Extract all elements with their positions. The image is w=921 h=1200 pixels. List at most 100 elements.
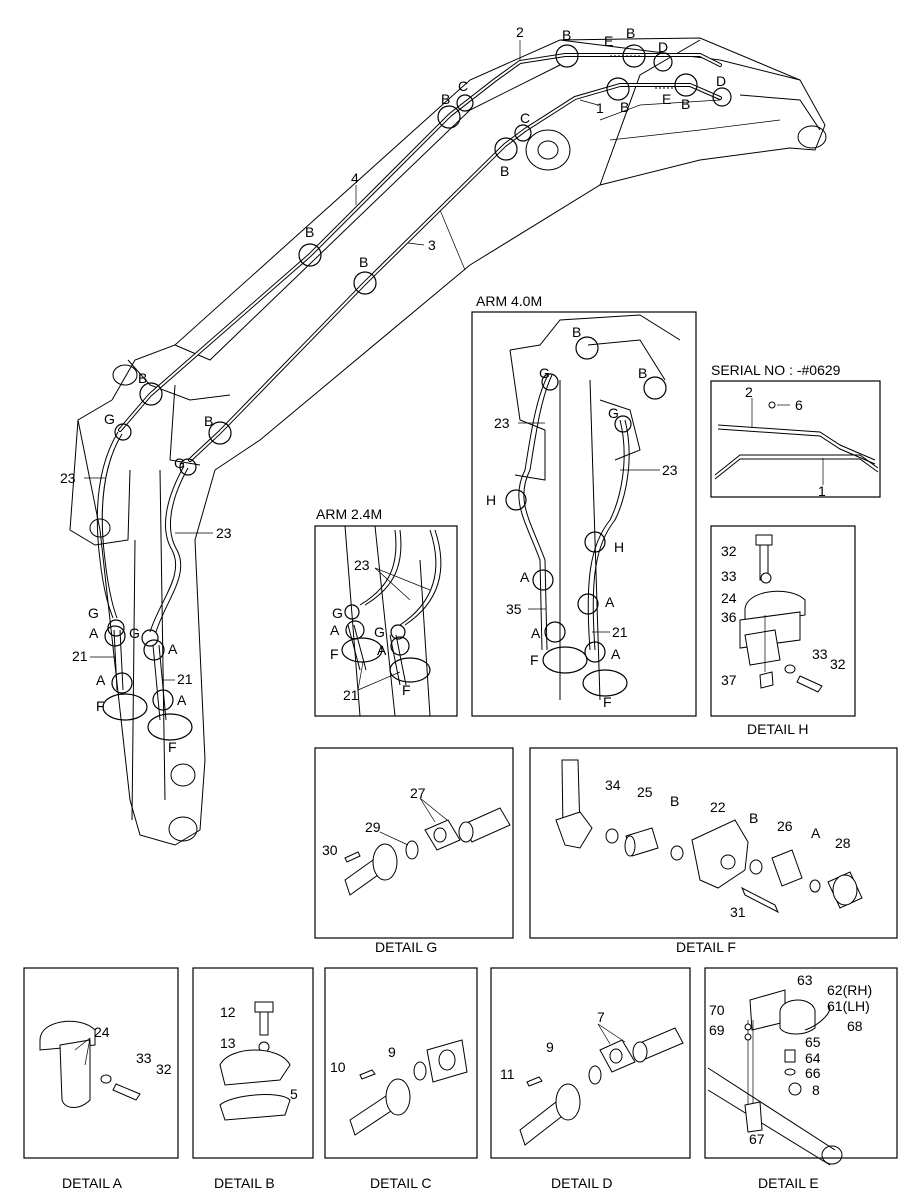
detail-e-callout-64: 64 bbox=[805, 1050, 821, 1066]
callout-f: F bbox=[168, 739, 177, 755]
detail-d-panel: 7 9 11 DETAIL D bbox=[490, 967, 691, 1191]
arm-24-callout-f: F bbox=[402, 682, 411, 698]
arm-40-callout-f: F bbox=[530, 652, 539, 668]
callout-f: F bbox=[96, 698, 105, 714]
callout-b: B bbox=[681, 96, 690, 112]
callout-e: E bbox=[604, 33, 613, 49]
callout-a: A bbox=[89, 625, 99, 641]
main-assembly: 2 1 4 3 B B E D B E B D C B C B B B B B … bbox=[60, 24, 827, 846]
arm-24-callout-23: 23 bbox=[354, 557, 370, 573]
arm-24-panel: ARM 2.4M 23 G A G A F F 21 bbox=[314, 506, 458, 717]
detail-g-callout-29: 29 bbox=[365, 819, 381, 835]
arm-40-callout-23: 23 bbox=[662, 462, 678, 478]
detail-g-callout-30: 30 bbox=[322, 842, 338, 858]
detail-c-callout-10: 10 bbox=[330, 1059, 346, 1075]
callout-b: B bbox=[204, 413, 213, 429]
detail-e-panel: 63 62(RH) 61(LH) 70 69 68 65 64 66 8 67 … bbox=[704, 967, 898, 1191]
callout-b: B bbox=[305, 224, 314, 240]
arm-40-callout-23: 23 bbox=[494, 415, 510, 431]
arm-40-callout-35: 35 bbox=[506, 601, 522, 617]
arm-24-callout-a: A bbox=[377, 642, 387, 658]
arm-24-callout-21: 21 bbox=[343, 687, 359, 703]
arm-40-callout-b: B bbox=[572, 324, 581, 340]
serial-callout-6: 6 bbox=[795, 397, 803, 413]
detail-e-callout-67: 67 bbox=[749, 1131, 765, 1147]
arm-40-callout-h: H bbox=[486, 492, 496, 508]
detail-h-callout-37: 37 bbox=[721, 672, 737, 688]
callout-b: B bbox=[500, 163, 509, 179]
callout-b: B bbox=[138, 370, 147, 386]
detail-f-panel: 34 25 B 22 B 26 A 28 31 DETAIL F bbox=[529, 747, 898, 955]
detail-h-callout-33: 33 bbox=[812, 646, 828, 662]
detail-h-callout-33: 33 bbox=[721, 568, 737, 584]
detail-c-callout-9: 9 bbox=[388, 1044, 396, 1060]
callout-g: G bbox=[129, 625, 140, 641]
arm-40-callout-g: G bbox=[608, 405, 619, 421]
detail-e-callout-62: 62(RH) bbox=[827, 982, 872, 998]
detail-e-callout-65: 65 bbox=[805, 1034, 821, 1050]
arm-40-panel: ARM 4.0M B B G G 23 23 H H A A 35 21 bbox=[471, 293, 697, 717]
callout-21: 21 bbox=[72, 648, 88, 664]
callout-b: B bbox=[626, 25, 635, 41]
callout-4: 4 bbox=[351, 170, 359, 186]
detail-f-callout-28: 28 bbox=[835, 835, 851, 851]
callout-a: A bbox=[96, 672, 106, 688]
callout-23: 23 bbox=[216, 525, 232, 541]
detail-f-callout-34: 34 bbox=[605, 777, 621, 793]
detail-h-callout-32: 32 bbox=[721, 543, 737, 559]
callout-c: C bbox=[458, 78, 468, 94]
arm-24-callout-g: G bbox=[332, 605, 343, 621]
arm-24-callout-a: A bbox=[330, 622, 340, 638]
detail-e-callout-66: 66 bbox=[805, 1065, 821, 1081]
callout-c: C bbox=[520, 110, 530, 126]
detail-a-title: DETAIL A bbox=[62, 1175, 123, 1191]
detail-a-callout-32: 32 bbox=[156, 1061, 172, 1077]
detail-f-callout-25: 25 bbox=[637, 784, 653, 800]
callout-21: 21 bbox=[177, 671, 193, 687]
detail-b-panel: 12 13 5 DETAIL B bbox=[192, 967, 314, 1191]
detail-c-title: DETAIL C bbox=[370, 1175, 431, 1191]
detail-g-title: DETAIL G bbox=[375, 939, 437, 955]
callout-a: A bbox=[177, 692, 187, 708]
detail-f-callout-a: A bbox=[811, 825, 821, 841]
arm-40-callout-a: A bbox=[611, 646, 621, 662]
callout-g: G bbox=[104, 411, 115, 427]
detail-h-callout-24: 24 bbox=[721, 590, 737, 606]
arm-40-title: ARM 4.0M bbox=[476, 293, 542, 309]
arm-40-callout-a: A bbox=[605, 594, 615, 610]
detail-c-panel: 9 10 DETAIL C bbox=[324, 967, 478, 1191]
detail-h-callout-32: 32 bbox=[830, 656, 846, 672]
detail-a-callout-24: 24 bbox=[94, 1024, 110, 1040]
detail-f-callout-31: 31 bbox=[730, 904, 746, 920]
serial-callout-2: 2 bbox=[745, 384, 753, 400]
arm-40-callout-a: A bbox=[520, 569, 530, 585]
detail-e-title: DETAIL E bbox=[758, 1175, 819, 1191]
detail-b-callout-12: 12 bbox=[220, 1004, 236, 1020]
callout-g: G bbox=[88, 605, 99, 621]
callout-b: B bbox=[562, 27, 571, 43]
callout-e: E bbox=[662, 91, 671, 107]
callout-d: D bbox=[716, 73, 726, 89]
callout-b: B bbox=[359, 254, 368, 270]
serial-callout-1: 1 bbox=[818, 483, 826, 499]
arm-40-callout-g: G bbox=[539, 365, 550, 381]
detail-e-callout-63: 63 bbox=[797, 972, 813, 988]
detail-b-callout-5: 5 bbox=[290, 1086, 298, 1102]
callout-1: 1 bbox=[596, 100, 604, 116]
callout-b: B bbox=[441, 91, 450, 107]
detail-b-callout-13: 13 bbox=[220, 1035, 236, 1051]
detail-f-callout-b: B bbox=[749, 810, 758, 826]
detail-g-callout-27: 27 bbox=[410, 785, 426, 801]
detail-f-callout-26: 26 bbox=[777, 818, 793, 834]
detail-d-callout-11: 11 bbox=[500, 1066, 515, 1082]
detail-d-title: DETAIL D bbox=[551, 1175, 612, 1191]
callout-g: G bbox=[174, 455, 185, 471]
arm-24-callout-g: G bbox=[374, 624, 385, 640]
detail-e-callout-69: 69 bbox=[709, 1022, 725, 1038]
arm-40-callout-a: A bbox=[531, 625, 541, 641]
callout-2: 2 bbox=[516, 24, 524, 40]
serial-panel: SERIAL NO : -#0629 2 6 1 bbox=[710, 362, 881, 499]
detail-f-callout-b: B bbox=[670, 793, 679, 809]
detail-f-callout-22: 22 bbox=[710, 799, 726, 815]
detail-g-panel: 27 29 30 DETAIL G bbox=[314, 747, 514, 955]
